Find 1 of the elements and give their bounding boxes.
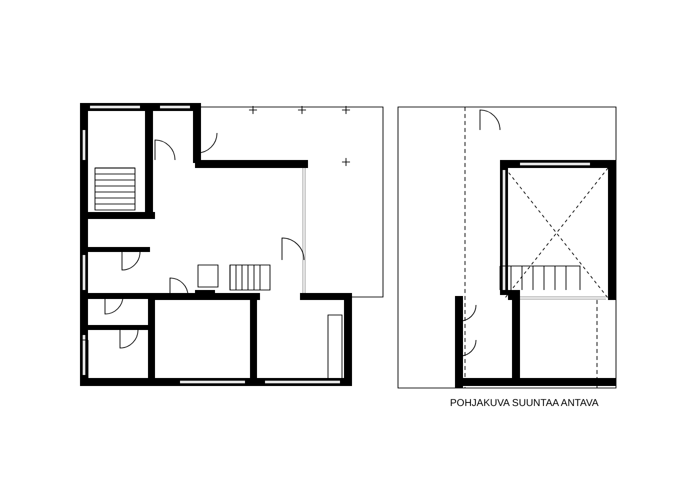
note-text: POHJAKUVA SUUNTAA ANTAVA: [450, 398, 599, 409]
